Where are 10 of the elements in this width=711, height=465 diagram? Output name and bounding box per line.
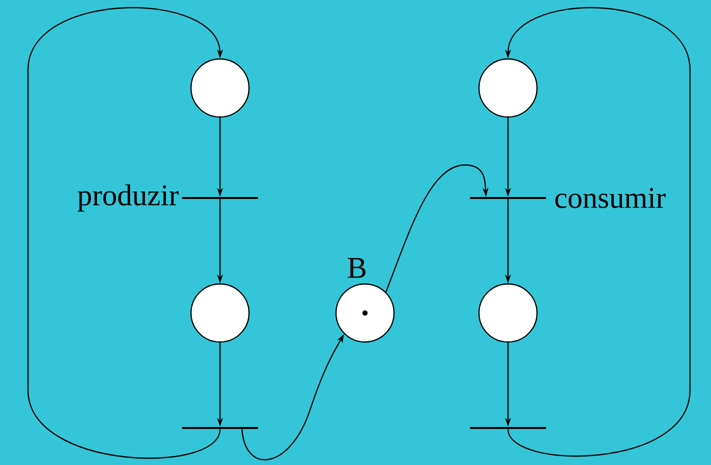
- place-circle: [190, 58, 250, 118]
- place-circle: [478, 283, 538, 343]
- place-circle: [335, 283, 395, 343]
- place-circle: [190, 283, 250, 343]
- place-circle: [478, 58, 538, 118]
- node-label: consumir: [555, 188, 666, 208]
- arrow: [27, 7, 224, 459]
- node-label: B: [348, 258, 366, 278]
- node-label: produzir: [78, 184, 179, 212]
- arrow: [385, 164, 489, 292]
